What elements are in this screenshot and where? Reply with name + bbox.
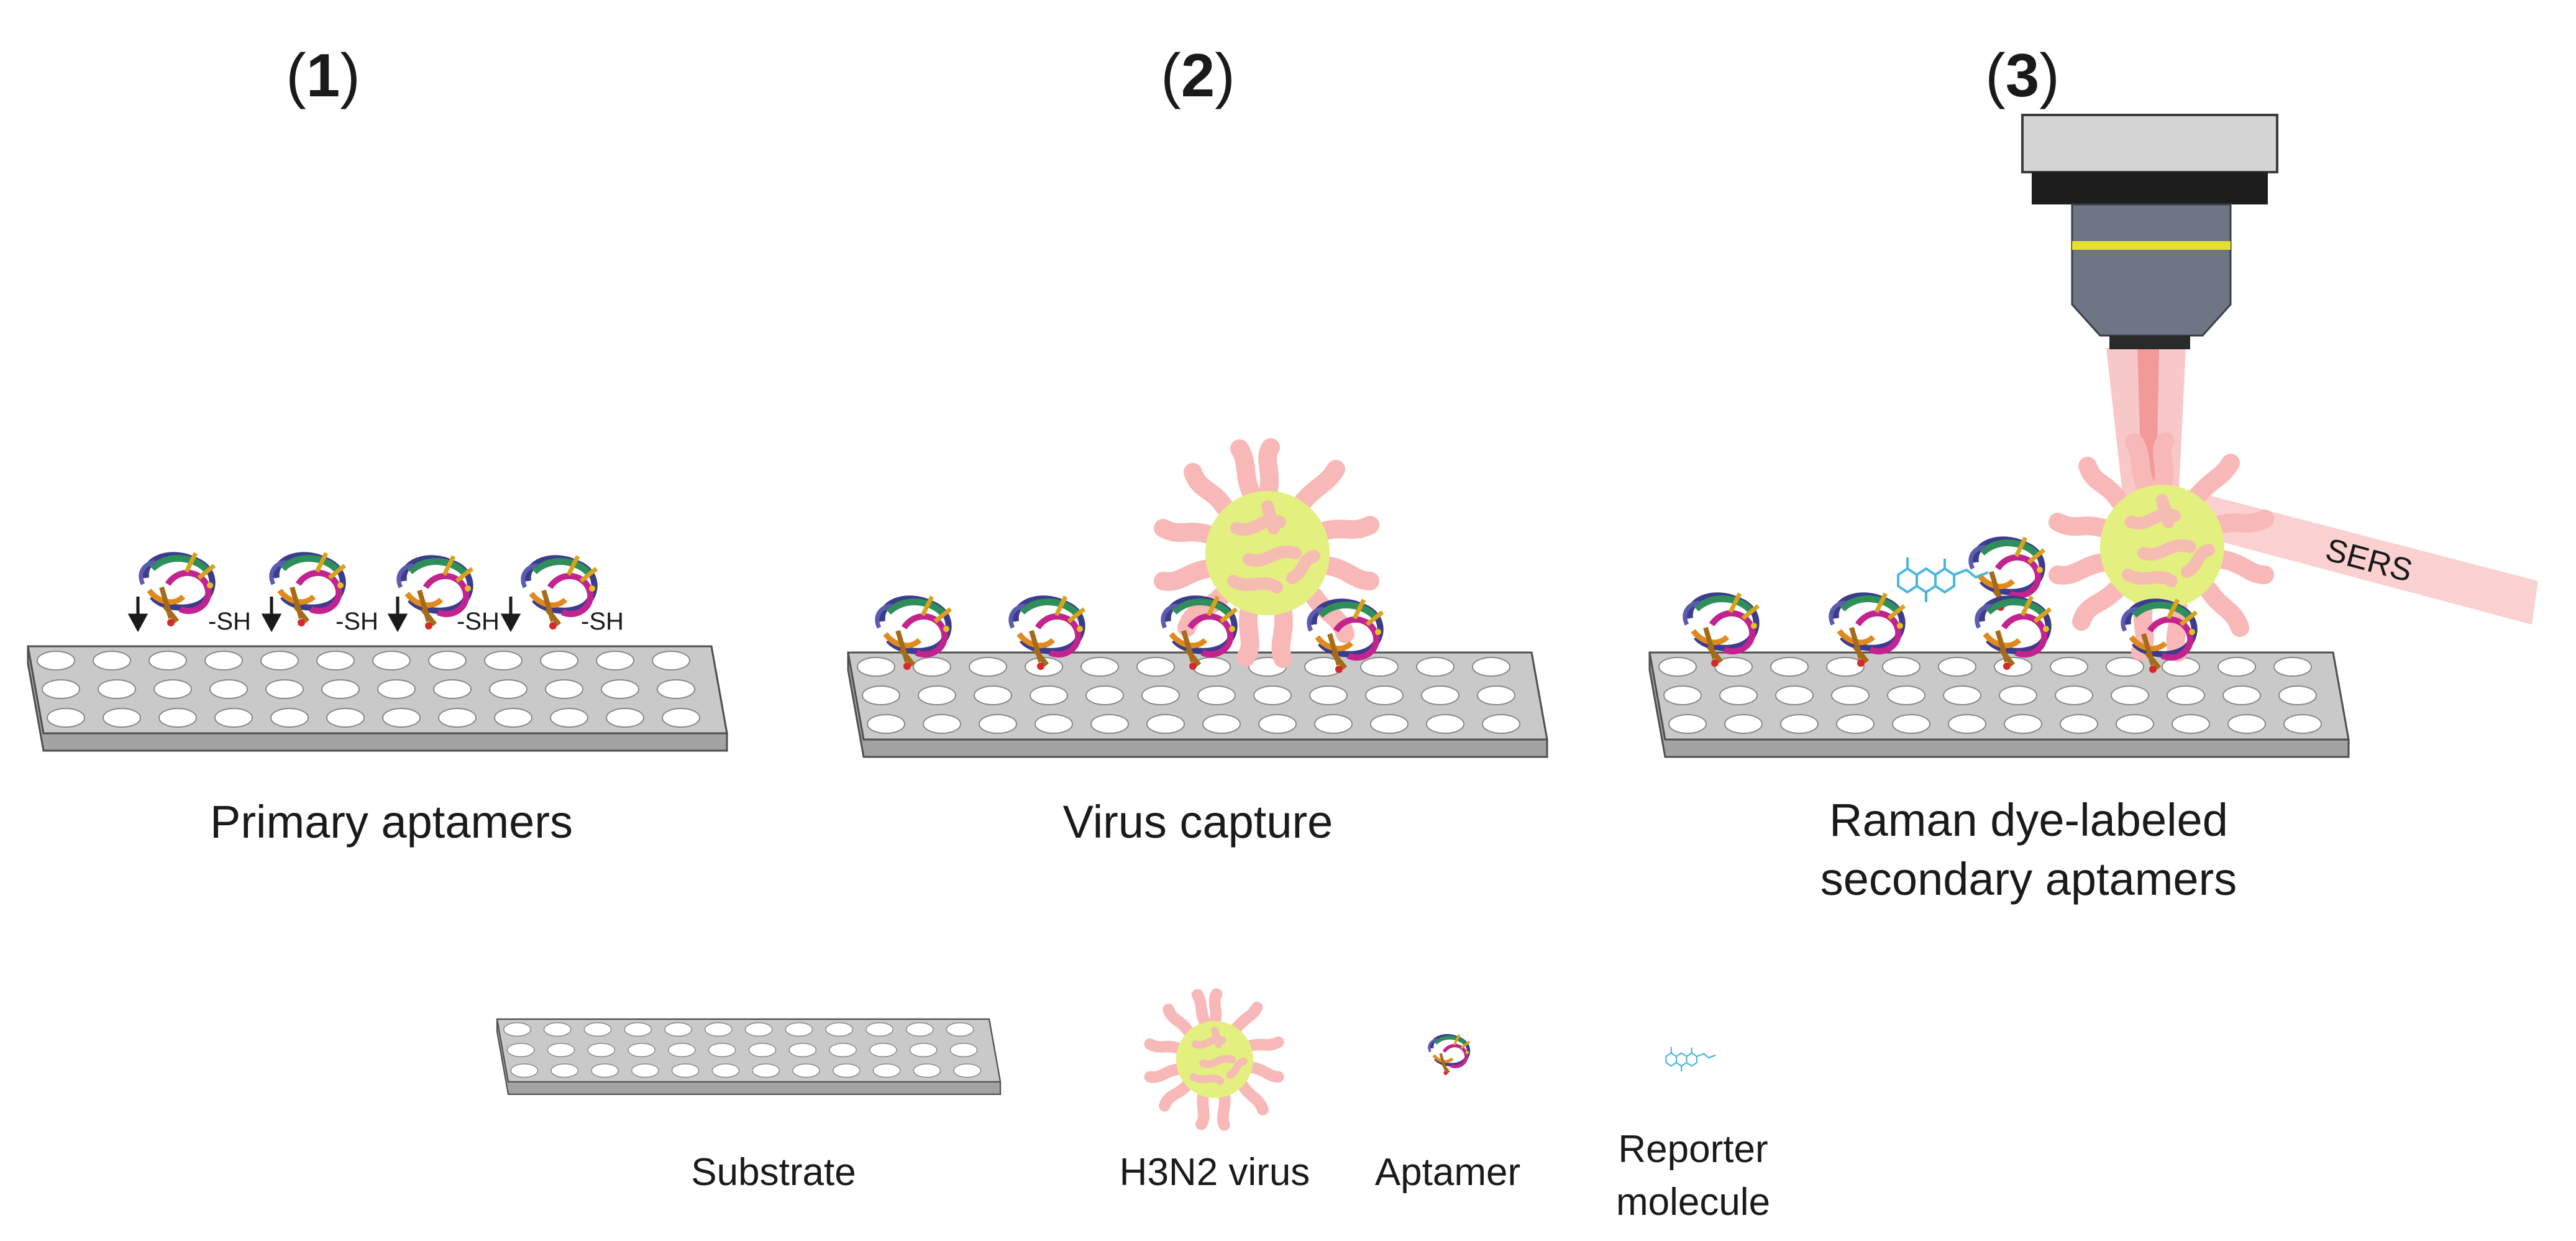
objective-lens-icon: [2021, 114, 2278, 349]
legend-substrate-label: Substrate: [691, 1151, 856, 1194]
legend: Substrate H3N2 virus Aptamer Reporter mo…: [496, 994, 1770, 1224]
caption-step-1: Primary aptamers: [210, 796, 573, 848]
legend-reporter-label-line-2: molecule: [1616, 1181, 1770, 1224]
step-3-number: (3): [1985, 41, 2060, 109]
caption-step-3-line-1: Raman dye-labeled: [1829, 794, 2228, 846]
legend-reporter-icon: [1665, 1046, 1717, 1073]
thiol-label-3: -SH: [457, 608, 500, 635]
panel-2: Virus capture: [847, 447, 1548, 848]
panel-1: -SH -SH -SH -SH Primary aptamers: [27, 553, 728, 848]
substrate-panel-1: [27, 645, 728, 752]
substrate-panel-2: [847, 651, 1548, 758]
legend-aptamer-icon: [1429, 1035, 1469, 1075]
thiol-label-2: -SH: [336, 608, 378, 635]
substrate-panel-3: [1648, 651, 2350, 758]
thiol-label-1: -SH: [208, 608, 251, 635]
legend-aptamer-label: Aptamer: [1375, 1151, 1520, 1194]
reporter-molecule-icon: [1897, 556, 1989, 603]
legend-substrate-icon: [496, 1018, 1002, 1096]
step-1-number: (1): [286, 41, 360, 109]
legend-virus-icon: [1150, 994, 1278, 1125]
step-2-number: (2): [1161, 41, 1235, 109]
legend-virus-label: H3N2 virus: [1120, 1151, 1310, 1194]
panel-3: SERS Raman dye-labeled secondary aptamer…: [1648, 114, 2538, 905]
caption-step-2: Virus capture: [1063, 796, 1333, 848]
attachment-arrows: [127, 597, 521, 633]
aptamer-primary-2: [272, 553, 345, 626]
caption-step-3-line-2: secondary aptamers: [1820, 853, 2237, 905]
legend-reporter-label-line-1: Reporter: [1618, 1128, 1768, 1171]
aptamer-primary-1: [141, 553, 214, 626]
thiol-label-4: -SH: [581, 608, 624, 635]
